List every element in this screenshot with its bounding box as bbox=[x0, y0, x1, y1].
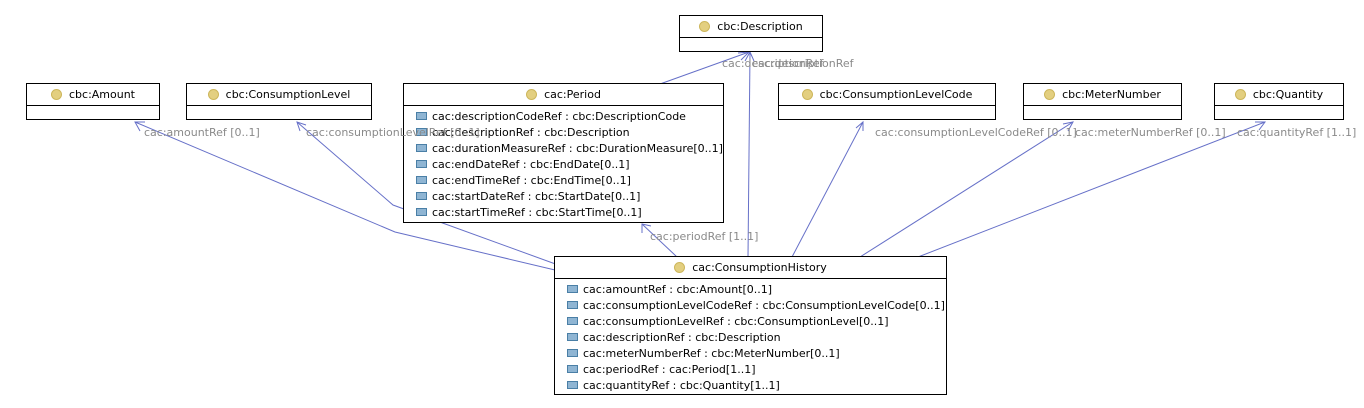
attribute-row: cac:consumptionLevelCodeRef : cbc:Consum… bbox=[555, 297, 946, 313]
class-period[interactable]: cac:Period cac:descriptionCodeRef : cbc:… bbox=[403, 83, 724, 223]
attribute-row: cac:meterNumberRef : cbc:MeterNumber[0..… bbox=[555, 345, 946, 361]
edge-history-period bbox=[641, 223, 678, 258]
attribute-row: cac:quantityRef : cbc:Quantity[1..1] bbox=[555, 377, 946, 393]
attribute-icon bbox=[416, 112, 427, 120]
class-consumption-level[interactable]: cbc:ConsumptionLevel bbox=[186, 83, 372, 120]
edge-label-period: cac:periodRef [1..1] bbox=[650, 230, 759, 243]
edge-history-quantity bbox=[917, 121, 1266, 258]
arrowhead-quantity bbox=[1255, 121, 1266, 131]
arrowhead-history-description bbox=[744, 50, 755, 62]
attribute-icon bbox=[416, 128, 427, 136]
edge-label-consumption-level-code: cac:consumptionLevelCodeRef [0..1] bbox=[875, 126, 1077, 139]
class-icon bbox=[674, 262, 686, 273]
attribute-icon bbox=[567, 317, 578, 325]
attribute-icon bbox=[416, 192, 427, 200]
edge-history-amount bbox=[134, 121, 556, 271]
attribute-icon bbox=[567, 349, 578, 357]
edge-history-consumption-level-code bbox=[791, 121, 864, 258]
class-amount[interactable]: cbc:Amount bbox=[26, 83, 160, 120]
attribute-row: cac:descriptionCodeRef : cbc:Description… bbox=[404, 108, 723, 124]
class-icon bbox=[50, 89, 62, 100]
class-title: cbc:Description bbox=[717, 20, 803, 33]
attribute-icon bbox=[416, 144, 427, 152]
attribute-row: cac:periodRef : cac:Period[1..1] bbox=[555, 361, 946, 377]
attribute-icon bbox=[416, 176, 427, 184]
attribute-row: cac:amountRef : cbc:Amount[0..1] bbox=[555, 281, 946, 297]
class-icon bbox=[801, 89, 813, 100]
class-title: cbc:Quantity bbox=[1252, 88, 1324, 101]
arrowhead-amount bbox=[134, 121, 145, 132]
arrowhead-period-description bbox=[737, 51, 751, 61]
arrowhead-meter-number bbox=[1062, 121, 1074, 132]
arrowhead-period bbox=[641, 223, 652, 233]
edge-label-quantity: cac:quantityRef [1..1] bbox=[1237, 126, 1357, 139]
edge-label-amount: cac:amountRef [0..1] bbox=[144, 126, 260, 139]
class-title: cbc:ConsumptionLevelCode bbox=[819, 88, 973, 101]
attribute-icon bbox=[567, 285, 578, 293]
class-title: cac:ConsumptionHistory bbox=[692, 261, 827, 274]
attribute-icon bbox=[567, 333, 578, 341]
arrowhead-consumption-level bbox=[296, 121, 307, 132]
class-icon bbox=[526, 89, 538, 100]
attribute-row: cac:durationMeasureRef : cbc:DurationMea… bbox=[404, 140, 723, 156]
class-quantity[interactable]: cbc:Quantity bbox=[1214, 83, 1344, 120]
class-description[interactable]: cbc:Description bbox=[679, 15, 823, 52]
attribute-row: cac:startTimeRef : cbc:StartTime[0..1] bbox=[404, 204, 723, 220]
attribute-row: cac:startDateRef : cbc:StartDate[0..1] bbox=[404, 188, 723, 204]
arrowhead-consumption-level-code bbox=[855, 120, 864, 131]
attribute-row: cac:consumptionLevelRef : cbc:Consumptio… bbox=[555, 313, 946, 329]
edge-history-description bbox=[747, 51, 751, 258]
class-title: cbc:Amount bbox=[68, 88, 135, 101]
edge-history-meter-number bbox=[859, 121, 1074, 258]
attribute-icon bbox=[567, 365, 578, 373]
edge-label-consumption-level: cac:consumptionLevelRef [0..1] bbox=[306, 126, 480, 139]
attribute-icon bbox=[416, 208, 427, 216]
class-title: cbc:ConsumptionLevel bbox=[225, 88, 351, 101]
edge-history-consumption-level bbox=[296, 121, 573, 271]
attribute-icon bbox=[567, 301, 578, 309]
edge-period-description bbox=[659, 51, 750, 85]
attribute-row: cac:endDateRef : cbc:EndDate[0..1] bbox=[404, 156, 723, 172]
edge-label-history-description: cac:descriptionRef bbox=[752, 57, 854, 70]
edge-label-meter-number: cac:meterNumberRef [0..1] bbox=[1075, 126, 1226, 139]
class-icon bbox=[699, 21, 711, 32]
class-meter-number[interactable]: cbc:MeterNumber bbox=[1023, 83, 1182, 120]
class-icon bbox=[1044, 89, 1056, 100]
class-icon bbox=[207, 89, 219, 100]
attribute-icon bbox=[416, 160, 427, 168]
attribute-row: cac:endTimeRef : cbc:EndTime[0..1] bbox=[404, 172, 723, 188]
class-title: cac:Period bbox=[544, 88, 601, 101]
attribute-icon bbox=[567, 381, 578, 389]
class-icon bbox=[1234, 89, 1246, 100]
attribute-row: cac:descriptionRef : cbc:Description bbox=[555, 329, 946, 345]
attribute-row: cac:descriptionRef : cbc:Description bbox=[404, 124, 723, 140]
class-title: cbc:MeterNumber bbox=[1062, 88, 1161, 101]
class-consumption-history[interactable]: cac:ConsumptionHistory cac:amountRef : c… bbox=[554, 256, 947, 395]
class-consumption-level-code[interactable]: cbc:ConsumptionLevelCode bbox=[778, 83, 996, 120]
edge-label-period-description: cac:descriptionRef bbox=[722, 57, 824, 70]
